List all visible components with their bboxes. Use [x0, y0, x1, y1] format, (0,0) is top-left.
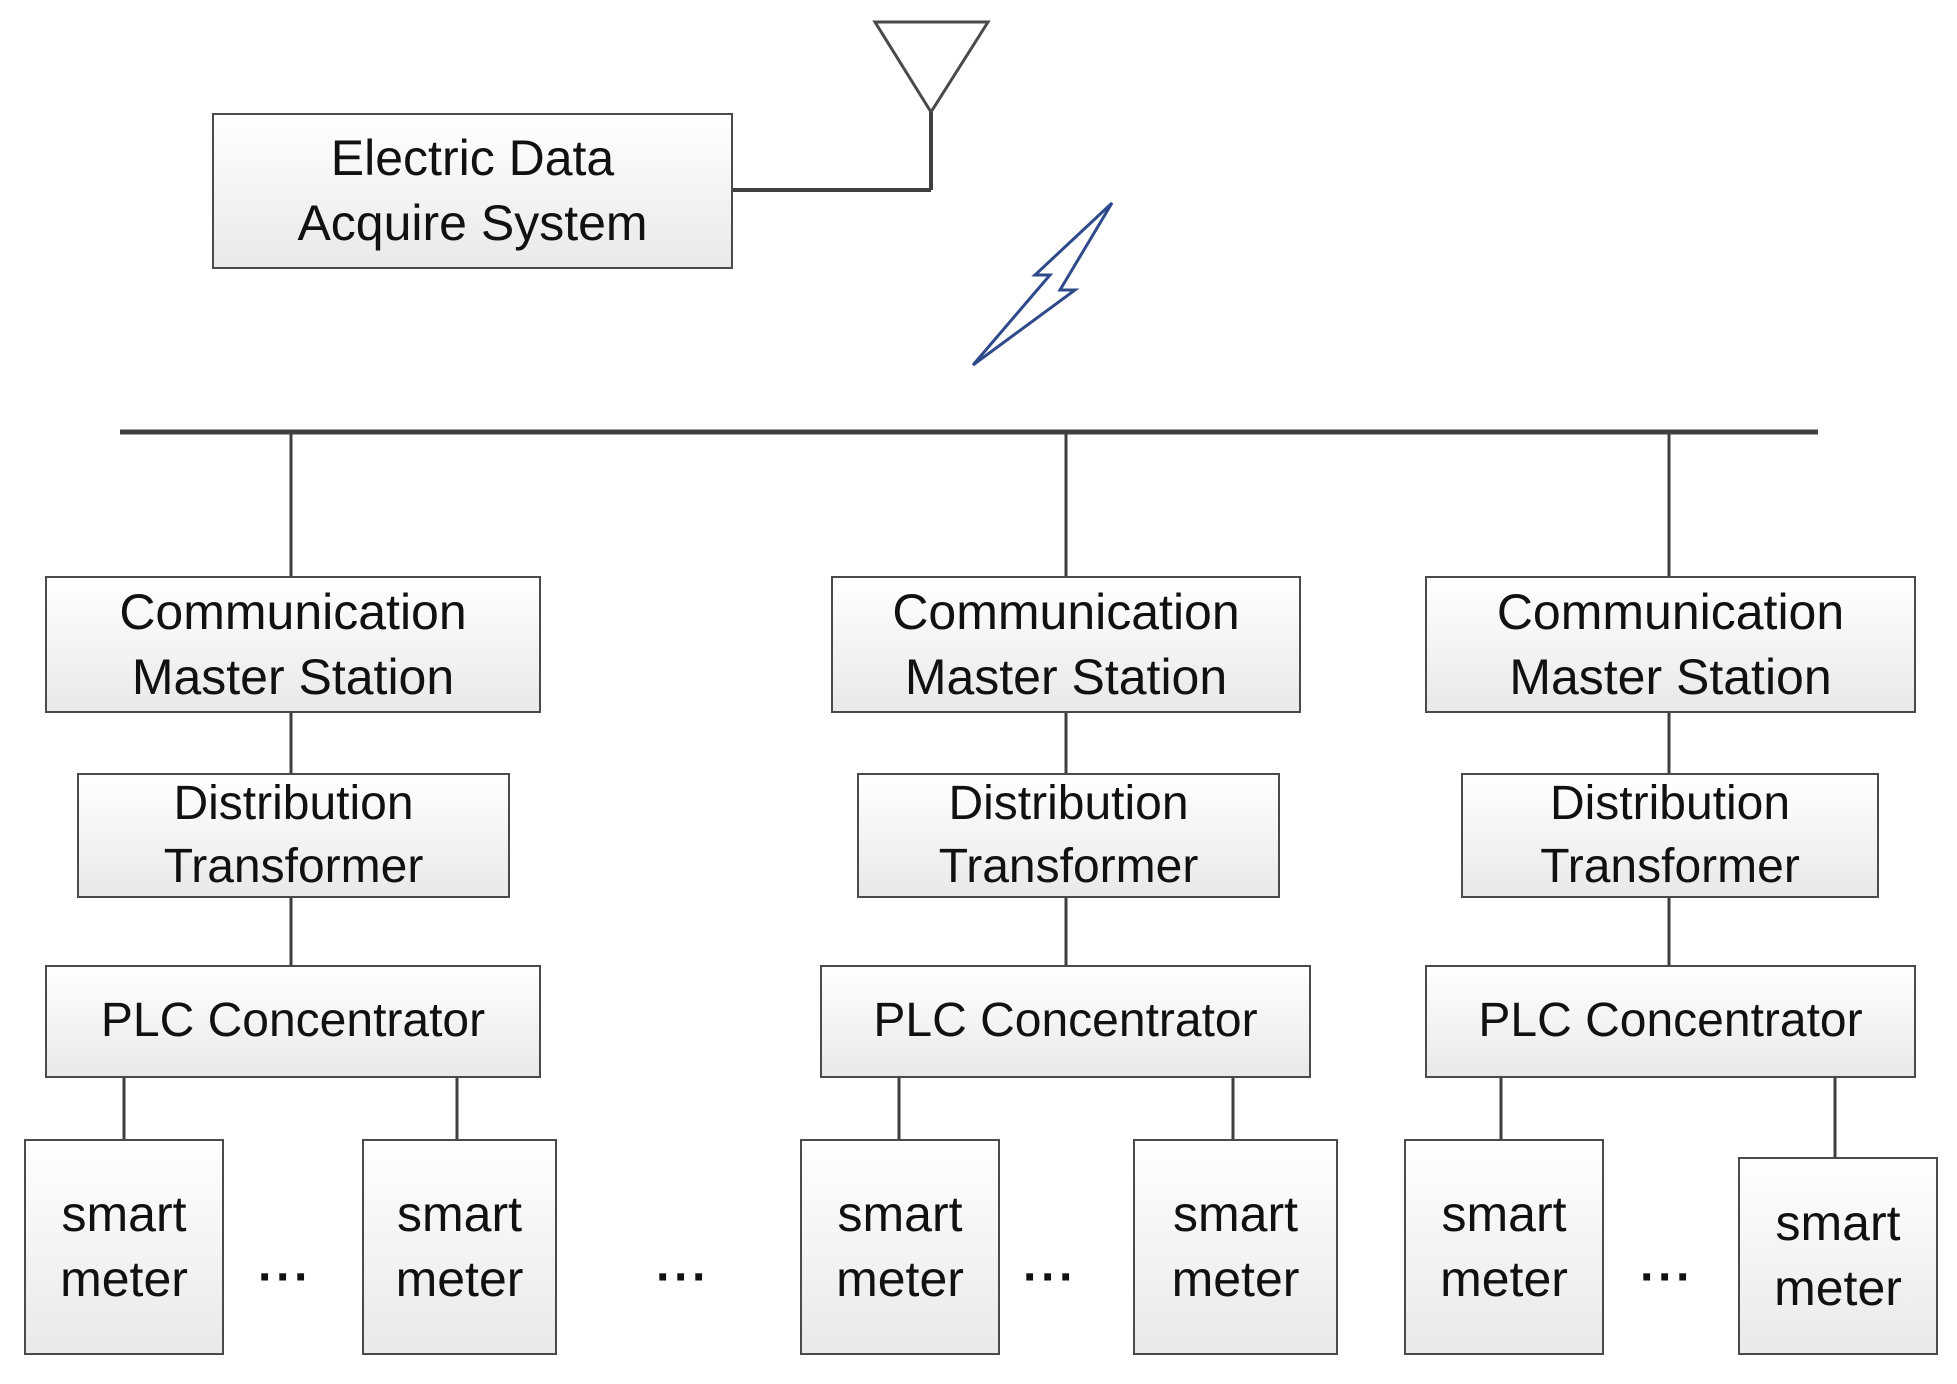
smart-meter-label: smart meter — [1171, 1186, 1300, 1307]
plc-concentrator-label: PLC Concentrator — [100, 994, 486, 1048]
smart-meter-2-left: smart meter — [800, 1139, 1000, 1355]
transformer-box-3: Distribution Transformer — [1461, 773, 1879, 898]
plc-concentrator-box-1: PLC Concentrator — [45, 965, 541, 1078]
smart-meter-label: smart meter — [836, 1186, 964, 1307]
smart-meter-3-left: smart meter — [1404, 1139, 1604, 1355]
smart-meter-label: smart meter — [395, 1186, 524, 1307]
antenna-icon — [872, 20, 991, 190]
wireless-signal-icon — [971, 201, 1114, 367]
smart-meter-label: smart meter — [60, 1186, 188, 1307]
plc-concentrator-box-3: PLC Concentrator — [1425, 965, 1916, 1078]
smart-meter-1-right: smart meter — [362, 1139, 557, 1355]
master-station-label: Communication Master Station — [892, 583, 1240, 705]
master-station-box-2: Communication Master Station — [831, 576, 1301, 713]
column-ellipsis: ··· — [656, 1251, 710, 1304]
plc-concentrator-box-2: PLC Concentrator — [820, 965, 1311, 1078]
master-station-box-3: Communication Master Station — [1425, 576, 1916, 713]
smart-meter-label: smart meter — [1440, 1186, 1568, 1307]
data-acquire-system-label: Electric Data Acquire System — [297, 130, 648, 251]
smart-meter-1-left: smart meter — [24, 1139, 224, 1355]
master-station-box-1: Communication Master Station — [45, 576, 541, 713]
transformer-box-2: Distribution Transformer — [857, 773, 1280, 898]
master-station-label: Communication Master Station — [1496, 583, 1845, 705]
meter-ellipsis-3: ··· — [1640, 1251, 1694, 1304]
smart-meter-label: smart meter — [1774, 1195, 1902, 1316]
smart-meter-3-right: smart meter — [1738, 1157, 1938, 1355]
plc-concentrator-label: PLC Concentrator — [1478, 994, 1863, 1048]
meter-ellipsis-2: ··· — [1023, 1251, 1077, 1304]
transformer-box-1: Distribution Transformer — [77, 773, 510, 898]
plc-concentrator-label: PLC Concentrator — [873, 994, 1258, 1048]
transformer-label: Distribution Transformer — [1540, 777, 1800, 893]
transformer-label: Distribution Transformer — [938, 777, 1199, 893]
smart-meter-2-right: smart meter — [1133, 1139, 1338, 1355]
meter-ellipsis-1: ··· — [258, 1251, 312, 1304]
master-station-label: Communication Master Station — [119, 583, 467, 705]
transformer-label: Distribution Transformer — [163, 777, 424, 893]
data-acquire-system-box: Electric Data Acquire System — [212, 113, 733, 269]
